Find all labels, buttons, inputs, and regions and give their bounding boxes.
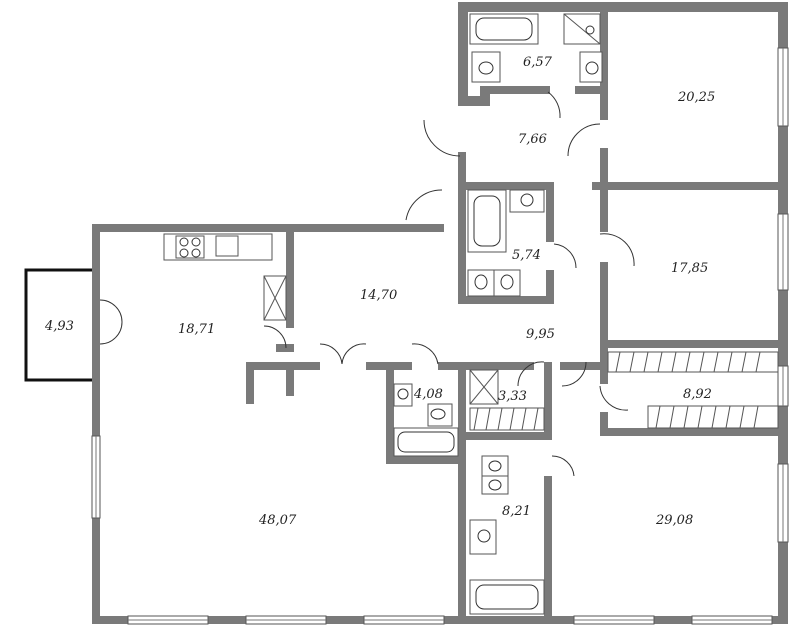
fixtures: [163, 13, 779, 615]
area-corridor: 9,95: [526, 327, 555, 342]
area-balcony: 4,93: [44, 319, 74, 334]
area-wardrobe: 8,92: [683, 387, 712, 402]
area-bath-bottom: 8,21: [502, 504, 531, 519]
area-bedroom-bottom-right: 29,08: [655, 513, 693, 528]
area-bedroom-top-right: 20,25: [677, 90, 715, 105]
area-main-hall: 48,07: [258, 513, 297, 528]
area-bath-top: 6,57: [523, 55, 553, 70]
area-kitchen: 18,71: [178, 322, 215, 337]
balcony: [24, 268, 92, 382]
area-bath-middle: 5,74: [512, 248, 541, 263]
area-labels: 6,57 20,25 7,66 5,74 17,85 14,70 18,71 4…: [44, 55, 715, 528]
area-living: 14,70: [360, 288, 397, 303]
windows: [91, 47, 789, 625]
area-hall-top: 7,66: [518, 132, 547, 147]
area-bedroom-middle-right: 17,85: [671, 261, 708, 276]
area-wc-small: 4,08: [413, 387, 443, 402]
walls: [92, 2, 788, 624]
area-storage: 3,33: [498, 389, 527, 404]
doors: [99, 91, 635, 477]
